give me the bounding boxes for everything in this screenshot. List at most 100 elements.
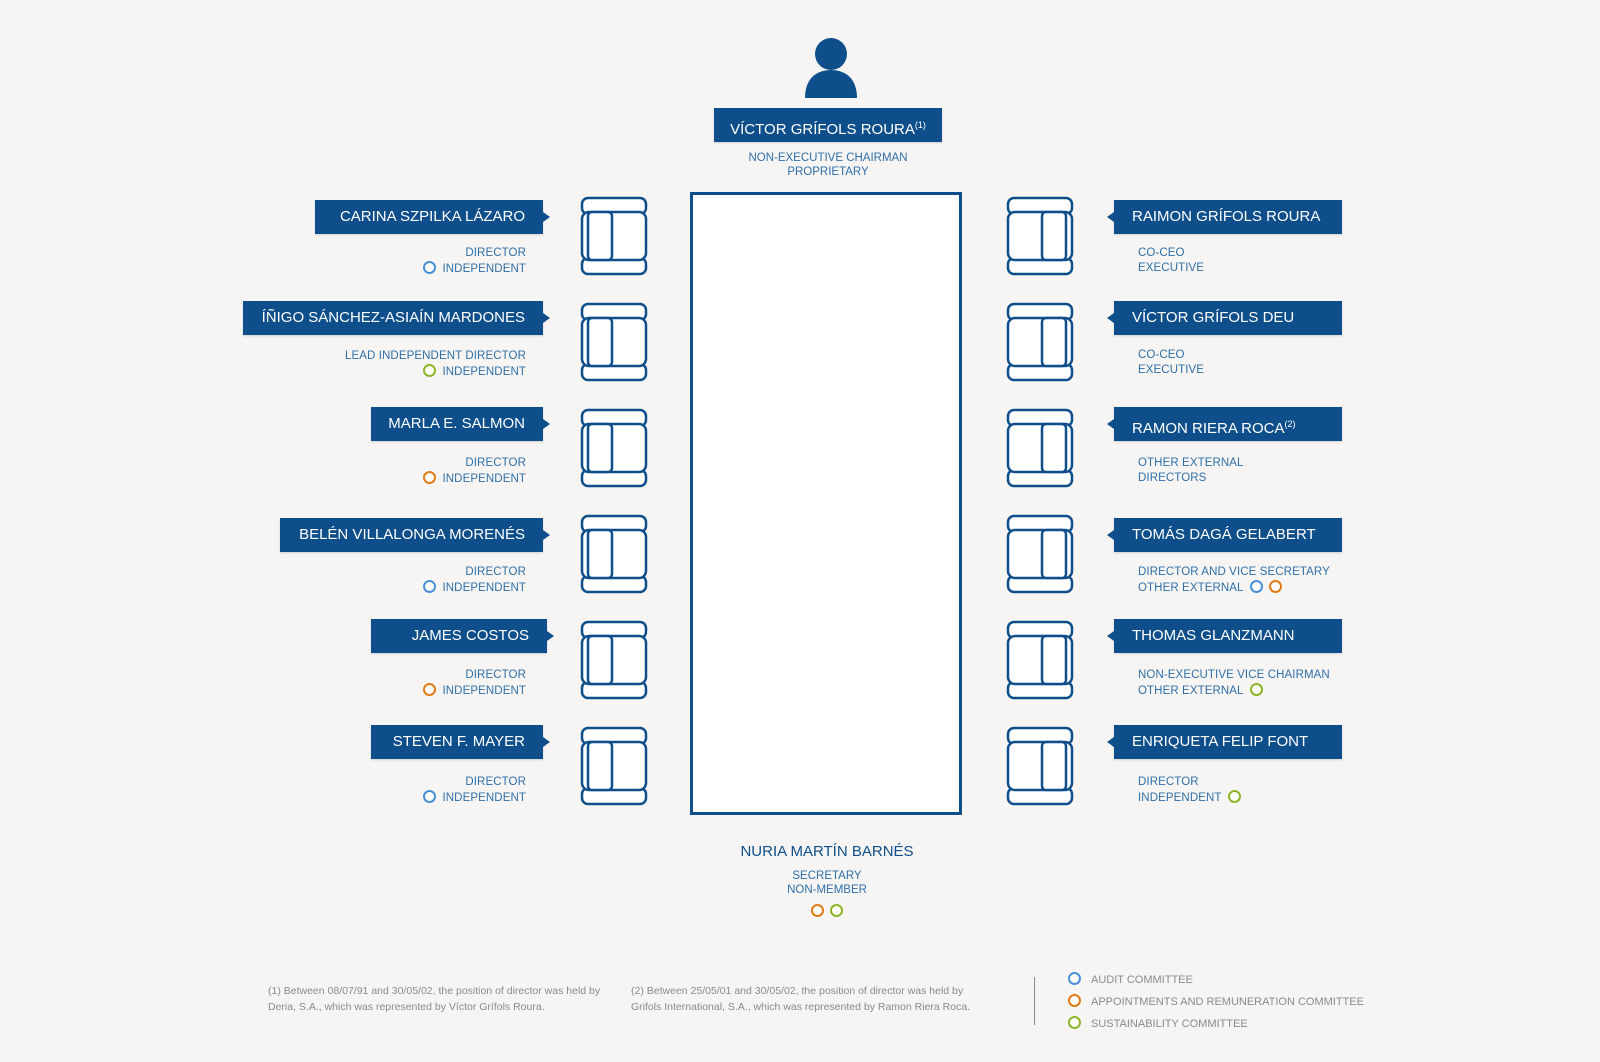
director-role-line1: CO-CEO xyxy=(1138,349,1185,361)
chair-icon xyxy=(1006,726,1074,806)
director-name-tag: STEVEN F. MAYER xyxy=(371,725,550,759)
board-table xyxy=(690,192,962,815)
chairman-role-line2: PROPRIETARY xyxy=(787,166,869,178)
director-role-line1: CO-CEO xyxy=(1138,247,1185,259)
legend-appointments: APPOINTMENTS AND REMUNERATION COMMITTEE xyxy=(1068,994,1364,1008)
director-name-tag: TOMÁS DAGÁ GELABERT xyxy=(1107,518,1342,552)
sustainability-committee-icon xyxy=(1068,1016,1081,1029)
director-role: DIRECTOR AND VICE SECRETARY OTHER EXTERNA… xyxy=(1138,565,1330,596)
director-role-line2: OTHER EXTERNAL xyxy=(1138,580,1330,596)
audit-committee-icon xyxy=(423,580,437,593)
director-name-tag: JAMES COSTOS xyxy=(371,619,554,653)
appointments-committee-icon xyxy=(811,904,824,917)
chair-icon xyxy=(1006,196,1074,276)
director-role-line1: NON-EXECUTIVE VICE CHAIRMAN xyxy=(1138,669,1330,681)
director-role: NON-EXECUTIVE VICE CHAIRMAN OTHER EXTERNA… xyxy=(1138,668,1330,699)
legend-sustainability: SUSTAINABILITY COMMITTEE xyxy=(1068,1016,1248,1030)
director-role-line1: LEAD INDEPENDENT DIRECTOR xyxy=(345,350,526,362)
chairman-footnote-ref: (1) xyxy=(914,120,926,130)
secretary-committees xyxy=(700,902,954,920)
director-name: THOMAS GLANZMANN xyxy=(1132,627,1295,644)
director-name-tag: RAIMON GRÍFOLS ROURA xyxy=(1107,200,1342,234)
chair-icon xyxy=(1006,408,1074,488)
secretary-role-line2: NON-MEMBER xyxy=(787,884,867,896)
director-role-line2: INDEPENDENT xyxy=(1138,790,1241,806)
chairman-role-line1: NON-EXECUTIVE CHAIRMAN xyxy=(748,152,908,164)
appointments-committee-icon xyxy=(1268,580,1282,593)
director-role: DIRECTOR INDEPENDENT xyxy=(423,456,526,487)
director-role: DIRECTOR INDEPENDENT xyxy=(423,246,526,277)
director-role-line2: INDEPENDENT xyxy=(423,580,526,596)
audit-committee-icon xyxy=(423,790,437,803)
director-role: DIRECTOR INDEPENDENT xyxy=(423,565,526,596)
appointments-committee-icon xyxy=(423,471,437,484)
footnote-1: (1) Between 08/07/91 and 30/05/02, the p… xyxy=(268,985,601,1013)
director-role-line1: DIRECTOR xyxy=(465,457,526,469)
director-name-tag: RAMON RIERA ROCA(2) xyxy=(1107,407,1342,441)
director-name: STEVEN F. MAYER xyxy=(392,733,525,750)
director-name-tag: ÍÑIGO SÁNCHEZ-ASIAÍN MARDONES xyxy=(243,301,550,335)
director-role-line1: OTHER EXTERNAL xyxy=(1138,457,1244,469)
legend-divider xyxy=(1034,977,1035,1025)
director-name: ÍÑIGO SÁNCHEZ-ASIAÍN MARDONES xyxy=(261,309,525,326)
chairman-name: VÍCTOR GRÍFOLS ROURA xyxy=(730,121,915,138)
director-name: BELÉN VILLALONGA MORENÉS xyxy=(299,526,525,543)
director-role-line2: EXECUTIVE xyxy=(1138,364,1205,376)
director-role: OTHER EXTERNAL DIRECTORS xyxy=(1138,456,1244,486)
director-name: JAMES COSTOS xyxy=(411,627,529,644)
director-role-line2: INDEPENDENT xyxy=(345,364,526,380)
appointments-committee-icon xyxy=(423,683,437,696)
director-role: DIRECTOR INDEPENDENT xyxy=(423,775,526,806)
chair-icon xyxy=(580,408,648,488)
chair-icon xyxy=(580,514,648,594)
director-role-line2: OTHER EXTERNAL xyxy=(1138,683,1330,699)
director-footnote-ref: (2) xyxy=(1284,419,1296,429)
director-role-line2: DIRECTORS xyxy=(1138,472,1207,484)
director-name-tag: BELÉN VILLALONGA MORENÉS xyxy=(280,518,550,552)
director-role-line1: DIRECTOR xyxy=(465,247,526,259)
appointments-committee-icon xyxy=(1068,994,1081,1007)
audit-committee-icon xyxy=(1249,580,1263,593)
sustainability-committee-icon xyxy=(830,904,843,917)
director-role-line1: DIRECTOR xyxy=(465,776,526,788)
director-name: RAIMON GRÍFOLS ROURA xyxy=(1132,208,1321,225)
director-role: DIRECTOR INDEPENDENT xyxy=(1138,775,1241,806)
director-role-line1: DIRECTOR AND VICE SECRETARY xyxy=(1138,566,1330,578)
secretary-name: NURIA MARTÍN BARNÉS xyxy=(740,843,914,860)
director-name-tag: THOMAS GLANZMANN xyxy=(1107,619,1342,653)
director-role-line2: INDEPENDENT xyxy=(423,790,526,806)
secretary-role-line1: SECRETARY xyxy=(792,870,862,882)
director-role-line1: DIRECTOR xyxy=(465,566,526,578)
footnote-2: (2) Between 25/05/01 and 30/05/02, the p… xyxy=(631,985,971,1013)
person-icon xyxy=(805,38,857,98)
director-role: LEAD INDEPENDENT DIRECTOR INDEPENDENT xyxy=(345,349,526,380)
director-name-tag: VÍCTOR GRÍFOLS DEU xyxy=(1107,301,1342,335)
chair-icon xyxy=(1006,514,1074,594)
director-role-line2: INDEPENDENT xyxy=(423,471,526,487)
secretary-role: SECRETARY NON-MEMBER xyxy=(700,869,954,897)
director-name-tag: ENRIQUETA FELIP FONT xyxy=(1107,725,1342,759)
director-name: VÍCTOR GRÍFOLS DEU xyxy=(1132,309,1295,326)
director-name-tag: CARINA SZPILKA LÁZARO xyxy=(315,200,550,234)
director-role-line1: DIRECTOR xyxy=(1138,776,1199,788)
director-role-line1: DIRECTOR xyxy=(465,669,526,681)
director-name: ENRIQUETA FELIP FONT xyxy=(1132,733,1309,750)
chair-icon xyxy=(580,726,648,806)
director-name: TOMÁS DAGÁ GELABERT xyxy=(1132,526,1316,543)
director-role-line2: INDEPENDENT xyxy=(423,261,526,277)
chairman-role: NON-EXECUTIVE CHAIRMAN PROPRIETARY xyxy=(714,151,942,179)
chair-icon xyxy=(1006,302,1074,382)
sustainability-committee-icon xyxy=(1249,683,1263,696)
director-name: CARINA SZPILKA LÁZARO xyxy=(339,208,525,225)
director-name: RAMON RIERA ROCA xyxy=(1132,420,1285,437)
sustainability-committee-icon xyxy=(1227,790,1241,803)
audit-committee-icon xyxy=(1068,972,1081,985)
chair-icon xyxy=(580,302,648,382)
legend-appointments-label: APPOINTMENTS AND REMUNERATION COMMITTEE xyxy=(1091,996,1364,1008)
chair-icon xyxy=(580,620,648,700)
legend-audit: AUDIT COMMITTEE xyxy=(1068,972,1193,986)
chair-icon xyxy=(1006,620,1074,700)
director-name-tag: MARLA E. SALMON xyxy=(371,407,550,441)
